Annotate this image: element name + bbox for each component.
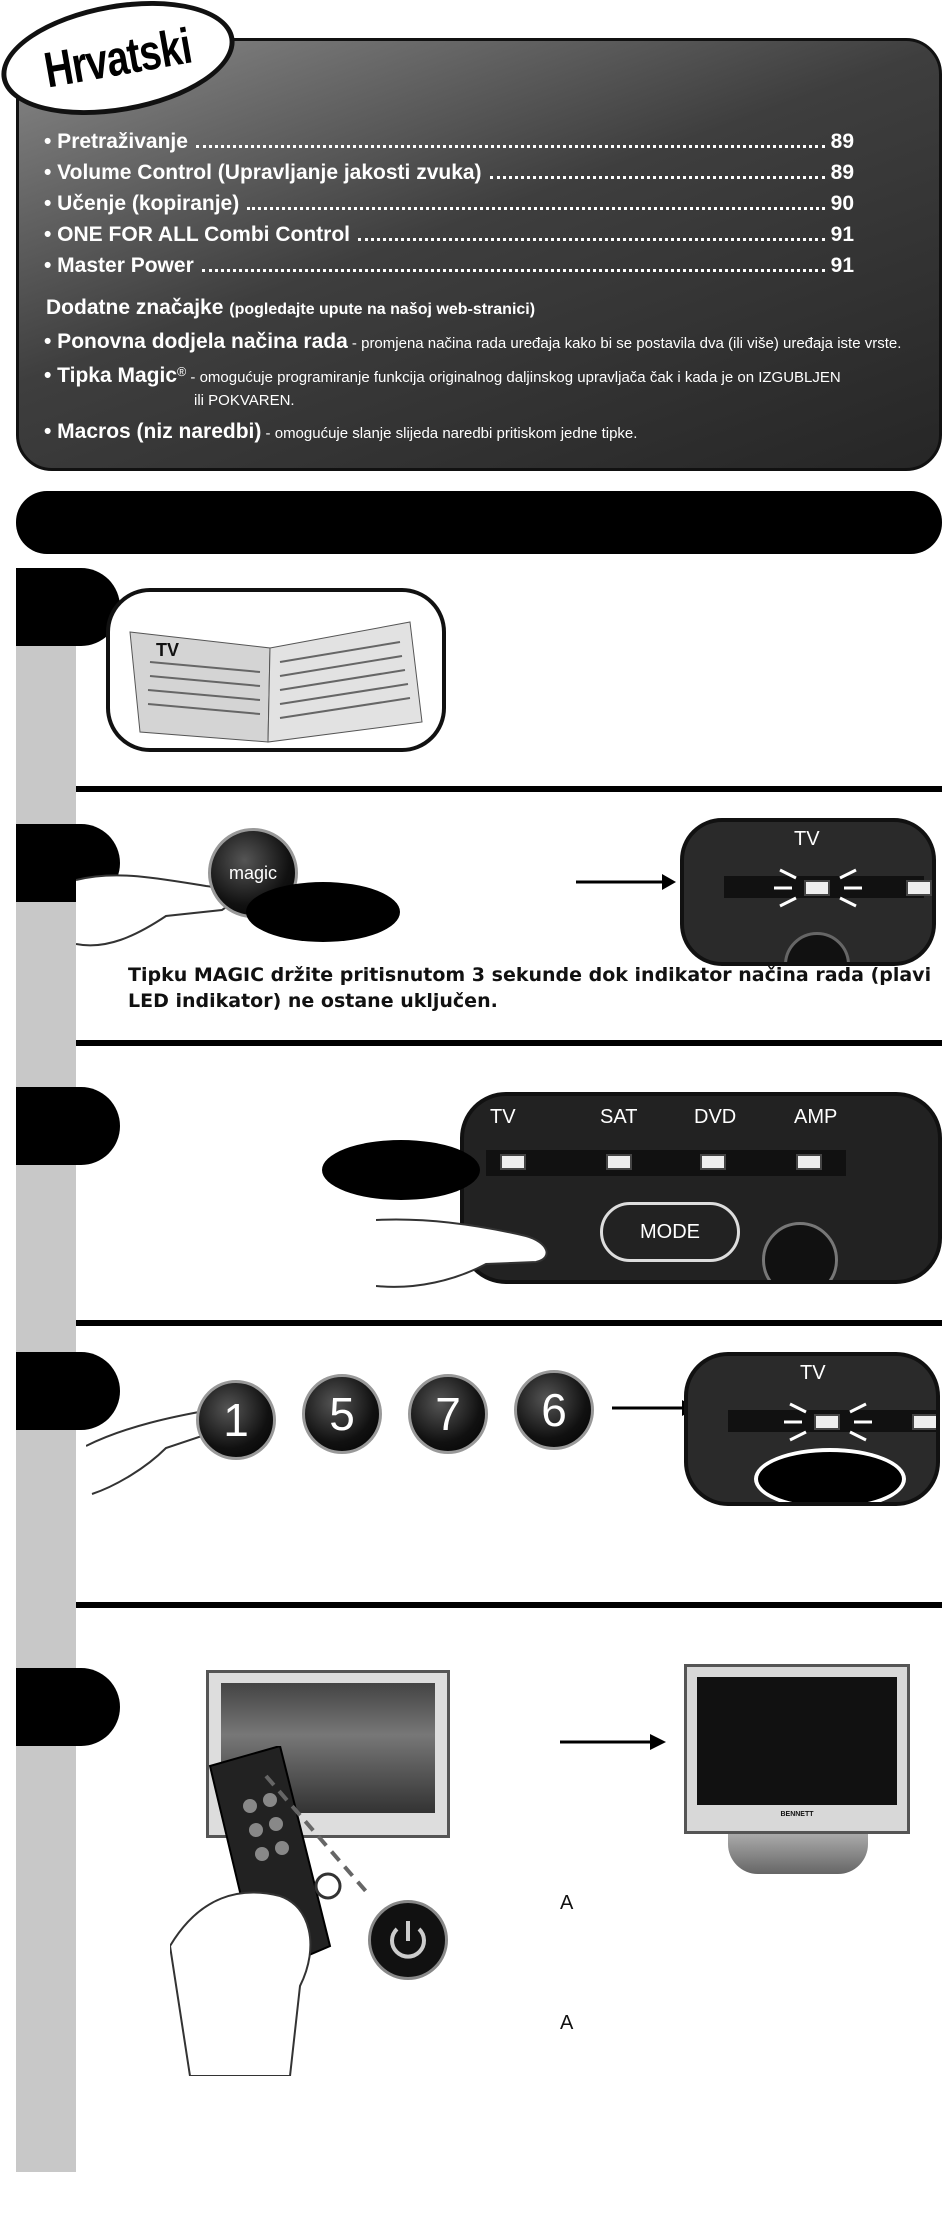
toc-item[interactable]: • ONE FOR ALL Combi Control 91 [44,223,854,247]
hand-remote-icon [170,1746,372,2076]
callout-oval [754,1448,906,1502]
digit-label: 7 [435,1388,461,1440]
toc-item-page: 91 [830,254,854,277]
feature-item: • Macros (niz naredbi) - omogućuje slanj… [44,420,638,443]
led-indicator [912,1414,936,1430]
toc-item-label: • Volume Control (Upravljanje jakosti zv… [44,161,482,184]
step-marker-5 [16,1668,120,1746]
feature-item: • Tipka Magic® - omogućuje programiranje… [44,364,841,387]
callout-oval [246,882,400,942]
mode-label-sat: SAT [600,1106,638,1128]
mode-label-dvd: DVD [694,1106,737,1128]
toc-item-page: 89 [830,161,854,184]
mode-button[interactable]: MODE [600,1202,740,1262]
language-badge-text: Hrvatski [40,17,196,99]
led-indicator [906,880,932,896]
hand-press-icon [376,1218,548,1288]
digit-button-1[interactable]: 1 [196,1380,276,1460]
feature-item-continued: ili POKVAREN. [194,392,295,409]
toc-item-page: 91 [830,223,854,246]
remote-led-closeup: TV [680,818,936,966]
tv-on-illustration [206,1670,450,1838]
mode-button-label: MODE [640,1220,700,1243]
digit-label: 1 [223,1394,249,1446]
tv-brand-label: BENNETT [780,1811,814,1818]
option-letter-a: A [560,1892,574,1914]
remote-led-closeup: TV [684,1352,940,1506]
magic-button-label: magic [228,862,277,883]
toc-item[interactable]: • Master Power 91 [44,254,854,278]
tv-off-illustration: BENNETT [684,1664,910,1834]
step-marker-3 [16,1087,120,1165]
power-button[interactable] [368,1900,448,1980]
digit-button-7[interactable]: 7 [408,1374,488,1454]
digit-label: 5 [329,1388,355,1440]
led-indicator [814,1414,840,1430]
power-icon [762,1222,838,1280]
callout-oval [322,1140,480,1200]
mode-label-tv: TV [794,828,820,850]
led-dvd [700,1154,726,1170]
step-divider [76,1602,942,1608]
step-marker-1 [16,568,120,646]
digit-label: 6 [541,1384,567,1436]
led-indicator [804,880,830,896]
code-book-illustration: TV [106,588,446,752]
toc-item[interactable]: • Volume Control (Upravljanje jakosti zv… [44,161,854,185]
step-divider [76,1040,942,1046]
toc-item-label: • Učenje (kopiranje) [44,192,240,215]
mode-label-amp: AMP [794,1106,838,1128]
step-divider [76,786,942,792]
feature-item: • Ponovna dodjela načina rada - promjena… [44,330,902,353]
led-sat [606,1154,632,1170]
digit-button-5[interactable]: 5 [302,1374,382,1454]
section-banner [16,491,942,554]
mode-label-tv: TV [800,1362,826,1384]
toc-item[interactable]: • Pretraživanje 89 [44,130,854,154]
contents-panel [16,38,942,471]
toc-item-page: 90 [830,192,854,215]
arrow-right-icon [560,1734,666,1750]
step-divider [76,1320,942,1326]
step2-instruction: Tipku MAGIC držite pritisnutom 3 sekunde… [128,964,932,1012]
arrow-right-icon [576,874,676,890]
led-tv [500,1154,526,1170]
extra-features-heading: Dodatne značajke (pogledajte upute na na… [46,296,536,319]
toc-item-label: • Pretraživanje [44,130,188,153]
step-marker-4 [16,1352,120,1430]
toc-item[interactable]: • Učenje (kopiranje) 90 [44,192,854,216]
mode-label-tv: TV [490,1106,516,1128]
led-amp [796,1154,822,1170]
option-letter-a: A [560,2012,574,2034]
book-label-tv: TV [156,640,179,660]
tv-stand [728,1834,868,1874]
digit-button-6[interactable]: 6 [514,1370,594,1450]
toc-item-page: 89 [830,130,854,153]
toc-item-label: • ONE FOR ALL Combi Control [44,223,350,246]
toc-item-label: • Master Power [44,254,194,277]
